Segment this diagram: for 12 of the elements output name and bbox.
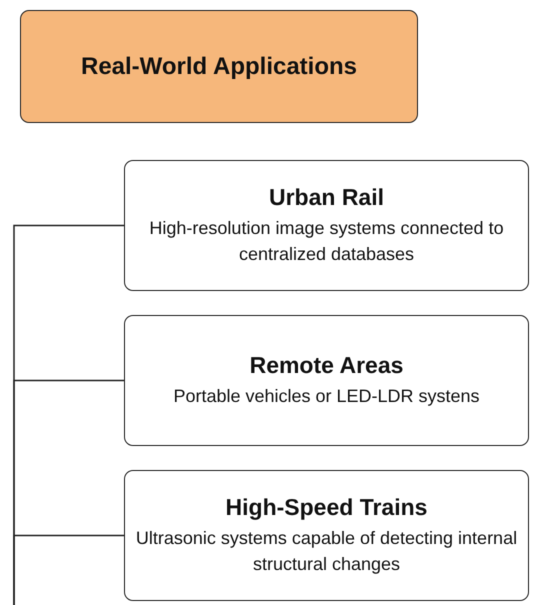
box-description: Ultrasonic systems capable of detecting internal structural changes (134, 526, 518, 576)
box-description: Portable vehicles or LED-LDR systens (173, 384, 480, 408)
application-box (124, 315, 529, 446)
box-heading: Remote Areas (250, 352, 404, 379)
application-box (124, 160, 529, 291)
box-heading: Urban Rail (268, 184, 384, 211)
connector-line (13, 534, 124, 605)
box-heading: Real-World Applications (80, 52, 358, 80)
title-box (20, 10, 418, 123)
box-description: High-resolution image systems connected to centralized databases (148, 216, 505, 266)
box-heading: High-Speed Trains (226, 494, 428, 521)
application-box (124, 470, 529, 601)
